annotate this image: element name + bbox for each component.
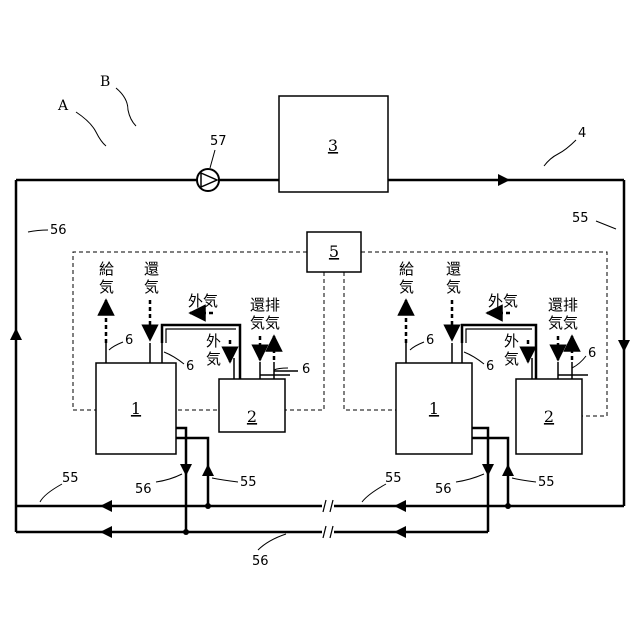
return-air-char-2: 気 [446,278,461,296]
ref-B: B [100,74,110,90]
exchanger-label: 2 [247,407,257,426]
outdoor-air-char-2: 気 [504,350,519,368]
return-air-char-1: 還 [144,260,159,278]
outdoor-air-char-1: 外 [504,332,519,350]
ref-6: 6 [588,346,596,361]
ref-55-right: 55 [572,211,589,226]
return-air-char-2: 気 [144,278,159,296]
supply-air-char-2: 気 [99,278,114,296]
supply-air-char-2: 気 [399,278,414,296]
return-air-char-1: 還 [446,260,461,278]
ref-55: 55 [62,471,79,486]
return-exhaust-label-1: 還排 [250,296,280,314]
ref-6: 6 [486,359,494,374]
pump-icon [197,169,219,191]
ref-55: 55 [240,475,257,490]
ref-55: 55 [385,471,402,486]
ref-56-bottom: 56 [252,554,269,569]
right-unit: 1 2 給 気 還 気 [396,260,588,532]
ref-6: 6 [426,333,434,348]
ref-A: A [57,98,69,114]
return-exhaust-label-2: 気気 [548,314,578,332]
return-exhaust-label-1: 還排 [548,296,578,314]
left-unit: 1 2 [96,260,298,535]
ref-55: 55 [538,475,555,490]
chiller-label: 3 [328,136,338,155]
outdoor-air-char-1: 外 [206,332,221,350]
ref-6: 6 [186,359,194,374]
ref-56-left: 56 [50,223,67,238]
ref-6: 6 [302,362,310,377]
exchanger-label: 2 [544,407,554,426]
supply-air-char-1: 給 [399,260,414,278]
ref-56: 56 [135,482,152,497]
ref-4: 4 [578,126,586,141]
supply-air-char-1: 給 [99,260,114,278]
ref-57: 57 [210,134,227,149]
return-exhaust-label-2: 気気 [250,314,280,332]
outdoor-air-char-2: 気 [206,350,221,368]
controller-label: 5 [329,242,339,261]
pipe-break-marks [322,500,334,538]
indoor-unit-label: 1 [131,399,141,418]
ref-56: 56 [435,482,452,497]
outdoor-air-label: 外気 [188,292,218,310]
indoor-unit-label: 1 [429,399,439,418]
outdoor-air-label: 外気 [488,292,518,310]
ref-6: 6 [125,333,133,348]
